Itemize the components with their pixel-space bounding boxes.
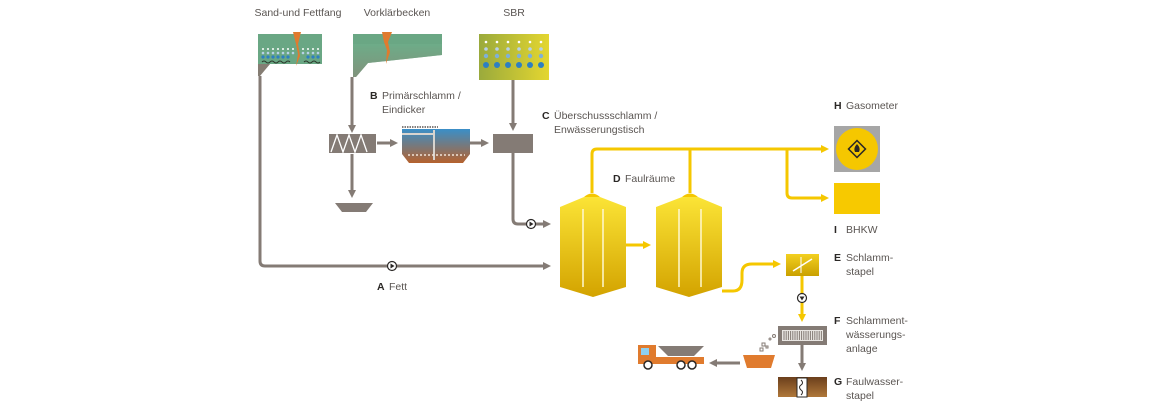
pipe-tank2-schlammstapel [722, 260, 781, 293]
bhkw-unit [834, 183, 880, 214]
sbr-bubble [528, 47, 532, 51]
stage-g-line1: Faulwasser- [846, 376, 904, 388]
eindicker-tank [402, 126, 470, 163]
label-sbr: SBR [503, 7, 525, 19]
stage-f-line2: wässerungs- [845, 329, 906, 341]
stage-e-line2: stapel [846, 266, 874, 278]
gasometer [834, 126, 880, 172]
schlammentwaesserungsanlage [778, 326, 827, 345]
flammable-hazard-icon [847, 139, 867, 159]
sludge-cake-particles [759, 334, 776, 352]
faulraum-tank-2 [656, 193, 722, 297]
sbr-bubble [484, 47, 488, 51]
stage-key-e: E [834, 252, 841, 264]
sbr-bubble [505, 53, 511, 59]
sbr-reactor [479, 34, 549, 80]
stage-e-line1: Schlamm- [846, 252, 894, 264]
sbr-bubble [495, 47, 499, 51]
entwaesserungstisch [493, 134, 533, 153]
pump-icon [525, 218, 537, 230]
stage-b-line1: Primärschlamm / [382, 90, 461, 102]
stage-key-g: G [834, 376, 842, 388]
sbr-bubble [516, 53, 522, 59]
stage-key-c: C [542, 110, 550, 122]
truck-icon [638, 345, 704, 370]
sbr-bubble [516, 62, 522, 68]
sludge-hopper [335, 203, 373, 212]
vorklaerbecken-basin [353, 32, 442, 77]
sbr-bubble [484, 40, 488, 44]
sbr-bubble [538, 62, 544, 68]
stage-b-line2: Eindicker [382, 104, 426, 116]
sbr-bubble [483, 62, 489, 68]
sludge-container [743, 355, 775, 368]
sbr-bubble [539, 47, 543, 51]
gas-line-bhkw [785, 149, 829, 202]
sbr-bubble [528, 40, 532, 44]
faulwasserstapel [778, 377, 827, 398]
stage-key-d: D [613, 173, 621, 185]
stage-h-text: Gasometer [846, 100, 898, 112]
stage-key-b: B [370, 90, 378, 102]
sbr-bubble [517, 40, 521, 44]
stage-key-i: I [834, 224, 837, 236]
pump-icon [796, 292, 808, 304]
sbr-bubble [495, 40, 499, 44]
stage-d-text: Faulräume [625, 173, 675, 185]
label-vorklaerbecken: Vorklärbecken [364, 7, 431, 19]
sbr-bubble [506, 47, 510, 51]
stage-key-f: F [834, 315, 841, 327]
pipe-c-faulraum [511, 153, 551, 228]
stage-i-text: BHKW [846, 224, 878, 236]
stage-f-line1: Schlamment- [846, 315, 908, 327]
stage-key-a: A [377, 281, 385, 293]
sbr-bubble [527, 62, 533, 68]
label-sand-fettfang: Sand-und Fettfang [255, 7, 342, 19]
inlet-pipe [293, 32, 301, 66]
sand-fettfang-basin [258, 32, 322, 76]
gas-line-main [590, 145, 829, 193]
stage-f-line3: anlage [846, 343, 878, 355]
sbr-bubble [483, 53, 489, 59]
sbr-bubble [506, 40, 510, 44]
sbr-bubble [539, 40, 543, 44]
screw-conveyor [329, 133, 376, 154]
stage-key-h: H [834, 100, 842, 112]
sbr-bubble [527, 53, 533, 59]
pump-icon [386, 260, 398, 272]
stage-g-line2: stapel [846, 390, 874, 402]
sbr-bubble [494, 62, 500, 68]
pipe-fett [258, 76, 551, 270]
stage-c-line1: Überschussschlamm / [554, 110, 657, 122]
sbr-bubble [538, 53, 544, 59]
schlammstapel [786, 254, 819, 276]
faulraum-tank-1 [560, 193, 626, 297]
stage-a-text: Fett [389, 281, 407, 293]
sbr-bubble [494, 53, 500, 59]
sbr-bubble [517, 47, 521, 51]
sbr-bubble [505, 62, 511, 68]
stage-c-line2: Enwässerungstisch [554, 124, 645, 136]
